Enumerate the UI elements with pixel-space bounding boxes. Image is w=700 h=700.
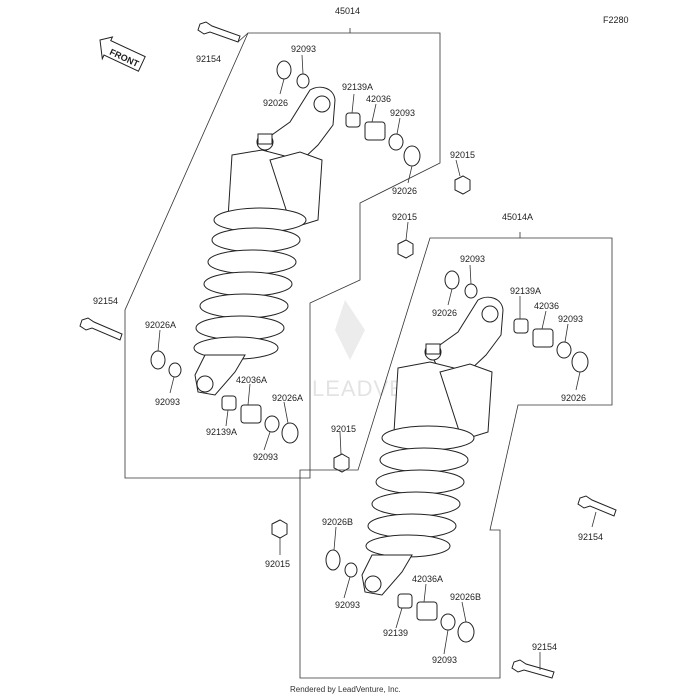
label-92154: 92154 bbox=[532, 642, 557, 652]
label-45014a: 45014A bbox=[502, 212, 533, 222]
label-92026: 92026 bbox=[561, 393, 586, 403]
hardware-a-lower bbox=[79, 317, 350, 473]
label-42036a: 42036A bbox=[412, 574, 443, 584]
label-92093: 92093 bbox=[460, 254, 485, 264]
leaders-a bbox=[157, 32, 461, 455]
label-92139a: 92139A bbox=[342, 82, 373, 92]
label-92139a: 92139A bbox=[510, 286, 541, 296]
label-92026a: 92026A bbox=[272, 393, 303, 403]
label-92026: 92026 bbox=[432, 308, 457, 318]
label-92139: 92139 bbox=[383, 628, 408, 638]
label-92093: 92093 bbox=[558, 314, 583, 324]
footer-credit: Rendered by LeadVenture, Inc. bbox=[290, 685, 401, 694]
label-92015: 92015 bbox=[265, 559, 290, 569]
label-92015: 92015 bbox=[450, 150, 475, 160]
label-92015: 92015 bbox=[331, 424, 356, 434]
label-42036: 42036 bbox=[366, 94, 391, 104]
shock-absorber-a bbox=[193, 86, 336, 396]
label-92154: 92154 bbox=[196, 54, 221, 64]
hardware-b-top bbox=[397, 239, 617, 517]
label-92026a: 92026A bbox=[145, 320, 176, 330]
label-92139a: 92139A bbox=[206, 427, 237, 437]
label-92015: 92015 bbox=[392, 212, 417, 222]
bracket-45014a bbox=[299, 232, 613, 679]
label-42036a: 42036A bbox=[236, 375, 267, 385]
label-92026b: 92026B bbox=[450, 592, 481, 602]
label-92154: 92154 bbox=[578, 532, 603, 542]
spring-b bbox=[365, 425, 475, 558]
label-92093: 92093 bbox=[155, 397, 180, 407]
hardware-b-lower bbox=[271, 519, 555, 679]
shock-absorber-b bbox=[361, 296, 504, 596]
label-92093: 92093 bbox=[291, 44, 316, 54]
labels-b: 92015 45014A 92093 92026 92139A 42036 92… bbox=[265, 212, 603, 665]
label-92093: 92093 bbox=[390, 108, 415, 118]
label-42036: 42036 bbox=[534, 301, 559, 311]
label-92093: 92093 bbox=[253, 452, 278, 462]
label-92026b: 92026B bbox=[322, 517, 353, 527]
bracket-45014 bbox=[124, 28, 441, 479]
spring-a bbox=[193, 207, 307, 360]
labels-a: 45014 92154 92093 92026 92139A 42036 920… bbox=[93, 6, 475, 462]
leaders-b bbox=[279, 221, 597, 670]
label-92093: 92093 bbox=[432, 655, 457, 665]
label-92093: 92093 bbox=[335, 600, 360, 610]
front-arrow-icon: FRONT bbox=[99, 36, 146, 72]
label-92026: 92026 bbox=[263, 98, 288, 108]
label-92026: 92026 bbox=[392, 186, 417, 196]
label-92154: 92154 bbox=[93, 296, 118, 306]
figure-id: F2280 bbox=[603, 15, 629, 25]
label-45014: 45014 bbox=[335, 6, 360, 16]
